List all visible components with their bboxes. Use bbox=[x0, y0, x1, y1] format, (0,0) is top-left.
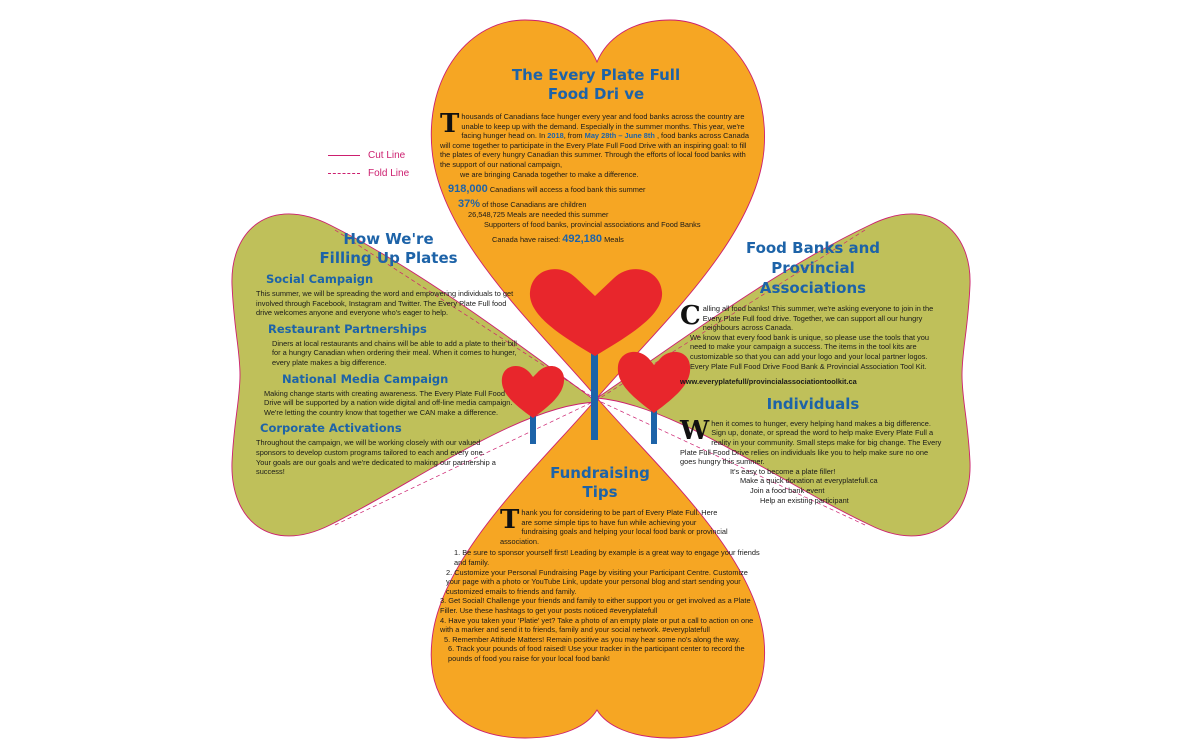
social-campaign-text: This summer, we will be spreading the wo… bbox=[256, 289, 514, 318]
title-line: Filling Up Plates bbox=[319, 249, 458, 267]
medium-heart-icon bbox=[617, 351, 691, 413]
cut-line-swatch bbox=[328, 154, 360, 156]
stat-meals: 26,548,725 Meals are needed this summer bbox=[468, 210, 609, 220]
small-heart-icon bbox=[501, 365, 565, 418]
title-line: Provincial bbox=[771, 259, 855, 277]
individuals-body: hen it comes to hunger, every helping ha… bbox=[680, 418, 942, 467]
right-heart-petal bbox=[595, 213, 971, 537]
stat-value: 918,000 bbox=[448, 183, 488, 196]
title-line: Food Dri ve bbox=[547, 85, 645, 103]
toolkit-link[interactable]: www.everyplatefull/provincialassociation… bbox=[680, 377, 857, 387]
intro-text: housands of Canadians face hunger every … bbox=[461, 112, 745, 141]
intro-text: , from bbox=[563, 131, 585, 141]
tip-item: 6. Track your pounds of food raised! Use… bbox=[448, 644, 745, 663]
stat-canadians: 918,000 Canadians will access a food ban… bbox=[440, 183, 752, 195]
stat-supporters: Supporters of food banks, provincial ass… bbox=[484, 219, 701, 229]
fold-line bbox=[596, 399, 866, 526]
dropcap: W bbox=[680, 415, 710, 446]
dropcap: T bbox=[500, 505, 520, 535]
individuals-item: Join a food bank event bbox=[750, 485, 825, 495]
intro-text: , food banks across Canada will come tog… bbox=[440, 131, 749, 169]
tip-item: 3. Get Social! Challenge your friends an… bbox=[440, 596, 751, 615]
restaurant-text: Diners at local restaurants and chains w… bbox=[272, 338, 517, 367]
left-panel: How We're Filling Up Plates Social Campa… bbox=[256, 230, 521, 477]
left-heart-petal bbox=[231, 213, 599, 537]
raised-total: Canada have raised: 492,180 Meals bbox=[440, 233, 752, 245]
dropcap: T bbox=[440, 109, 460, 139]
tip-item: 4. Have you taken your 'Platie' yet? Tak… bbox=[440, 615, 754, 635]
raised-value: 492,180 bbox=[562, 233, 603, 246]
stat-text: Canadians will access a food bank this s… bbox=[487, 185, 646, 195]
fold-line-legend: Fold Line bbox=[328, 168, 409, 179]
year-highlight: 2018 bbox=[547, 131, 564, 141]
fold-line bbox=[334, 399, 598, 526]
toolkit-name: Every Plate Full Food Drive Food Bank & … bbox=[690, 361, 927, 371]
tip-item: 2. Customize your Personal Fundraising P… bbox=[446, 567, 748, 596]
right-panel-title: Food Banks and Provincial Associations bbox=[680, 238, 946, 298]
individuals-easy: It's easy to become a plate filler! bbox=[730, 466, 836, 476]
tip-item: 5. Remember Attitude Matters! Remain pos… bbox=[444, 634, 741, 644]
title-line: Tips bbox=[582, 483, 618, 501]
left-panel-title: How We're Filling Up Plates bbox=[256, 230, 521, 268]
toolkit-text: We know that every food bank is unique, … bbox=[690, 332, 929, 361]
individuals-item: Help an existing participant bbox=[760, 495, 849, 505]
title-line: Associations bbox=[759, 279, 867, 297]
right-panel: Food Banks and Provincial Associations C… bbox=[680, 238, 946, 505]
media-text: Making change starts with creating aware… bbox=[264, 388, 513, 417]
cut-line-label: Cut Line bbox=[368, 150, 406, 161]
tips-list: 1. Be sure to sponsor yourself first! Le… bbox=[440, 548, 760, 663]
intro-closing: we are bringing Canada together to make … bbox=[460, 169, 639, 179]
fold-line-label: Fold Line bbox=[368, 168, 410, 179]
bottom-panel-title: Fundraising Tips bbox=[440, 464, 760, 502]
cut-line-legend: Cut Line bbox=[328, 150, 405, 161]
bottom-heart-petal bbox=[430, 397, 766, 739]
stat-text: of those Canadians are children bbox=[480, 200, 587, 210]
dropcap: C bbox=[680, 301, 701, 331]
restaurant-heading: Restaurant Partnerships bbox=[268, 321, 427, 336]
social-campaign-heading: Social Campaign bbox=[266, 272, 374, 286]
heart-stem-left bbox=[530, 400, 536, 444]
corporate-heading: Corporate Activations bbox=[260, 421, 402, 436]
stat-value: 37% bbox=[458, 198, 481, 211]
intro-text: hank you for considering to be part of E… bbox=[500, 508, 728, 546]
heart-stem-large bbox=[591, 342, 598, 440]
fold-line-swatch bbox=[328, 172, 360, 174]
top-panel-title: The Every Plate Full Food Dri ve bbox=[440, 66, 752, 104]
title-line: Fundraising bbox=[550, 464, 650, 482]
tip-item: 1. Be sure to sponsor yourself first! Le… bbox=[454, 548, 760, 567]
top-heart-petal bbox=[430, 19, 765, 399]
dates-highlight: May 28th – June 8th bbox=[584, 131, 655, 141]
corporate-text: Throughout the campaign, we will be work… bbox=[256, 438, 496, 477]
intro-text: alling all food banks! This summer, we'r… bbox=[702, 304, 934, 333]
fold-line bbox=[596, 229, 866, 401]
title-line: Food Banks and bbox=[745, 239, 881, 257]
media-heading: National Media Campaign bbox=[282, 371, 449, 386]
large-heart-icon bbox=[529, 269, 663, 356]
stat-children: 37% of those Canadians are children bbox=[440, 198, 752, 210]
title-line: The Every Plate Full bbox=[511, 66, 681, 84]
individuals-heading: Individuals bbox=[766, 394, 860, 413]
individuals-item: Make a quick donation at everyplatefull.… bbox=[740, 476, 878, 486]
heart-stem-right bbox=[651, 402, 657, 444]
raised-unit: Meals bbox=[602, 235, 624, 245]
raised-label: Canada have raised: bbox=[492, 235, 563, 245]
title-line: How We're bbox=[343, 230, 434, 248]
